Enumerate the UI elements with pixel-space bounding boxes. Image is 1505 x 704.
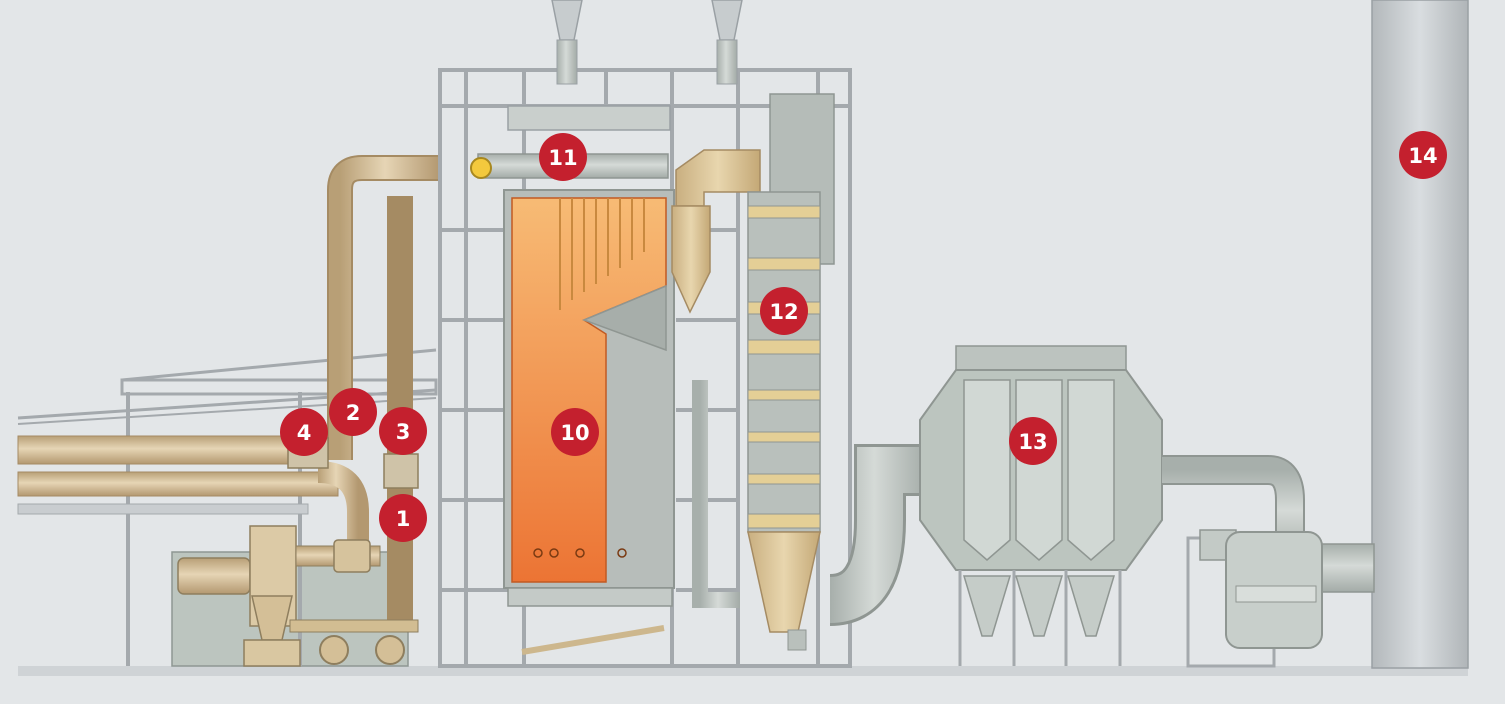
marker-10: 10 [551, 408, 599, 456]
marker-11: 11 [539, 133, 587, 181]
air-ducts-horizontal [17, 435, 369, 552]
svg-text:13: 13 [1018, 430, 1047, 454]
economizer-column [747, 191, 821, 651]
fan-assembly [177, 525, 419, 667]
svg-text:10: 10 [560, 421, 589, 445]
boiler-piping [452, 322, 740, 624]
chimney-stack [1371, 0, 1469, 669]
svg-text:14: 14 [1408, 144, 1437, 168]
marker-1: 1 [379, 494, 427, 542]
svg-text:2: 2 [346, 401, 361, 425]
baghouse-filter [919, 345, 1163, 666]
ground-line [18, 666, 1468, 676]
svg-text:1: 1 [396, 507, 411, 531]
svg-text:4: 4 [297, 421, 312, 445]
flue-gas-duct [671, 149, 761, 314]
marker-3: 3 [379, 407, 427, 455]
marker-2: 2 [329, 388, 377, 436]
duct-to-stack [1162, 455, 1375, 593]
marker-4: 4 [280, 408, 328, 456]
marker-12: 12 [760, 287, 808, 335]
marker-13: 13 [1009, 417, 1057, 465]
roof-vents [507, 0, 835, 265]
induced-draft-fan [1186, 529, 1323, 668]
svg-text:12: 12 [769, 300, 798, 324]
svg-text:11: 11 [548, 146, 577, 170]
svg-text:3: 3 [396, 420, 411, 444]
valve-icon [470, 157, 492, 179]
marker-14: 14 [1399, 131, 1447, 179]
damper-box-3 [383, 453, 419, 489]
duct-to-filter [828, 444, 928, 626]
boiler-furnace [503, 189, 675, 655]
